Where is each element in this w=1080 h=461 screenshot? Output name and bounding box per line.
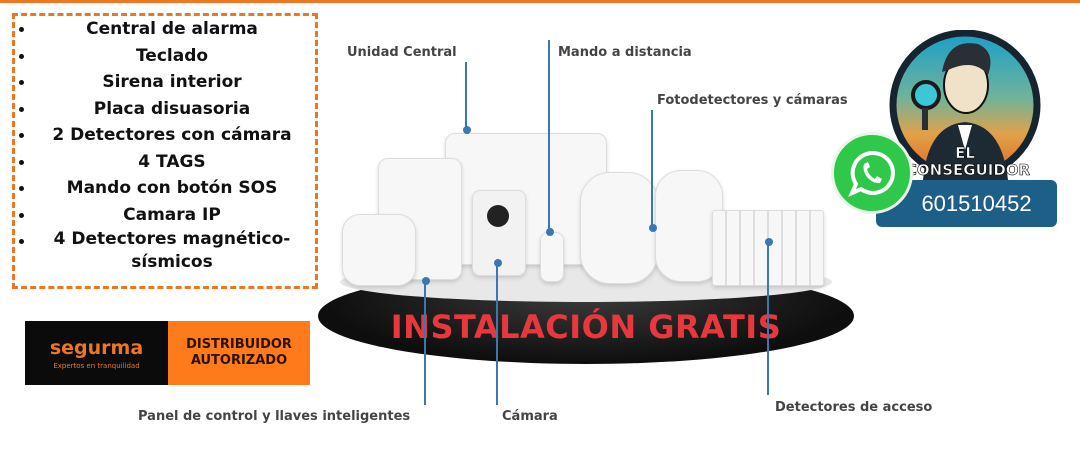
feature-item: 4 TAGS — [15, 149, 315, 176]
siren-device — [342, 214, 416, 286]
promo-banner: INSTALACIÓN GRATIS — [390, 308, 782, 346]
callout-dot — [463, 126, 471, 134]
callout-photodetectors: Fotodetectores y cámaras — [657, 93, 848, 108]
authorized-distributor-label: DISTRIBUIDOR AUTORIZADO — [168, 321, 310, 385]
el-conseguidor-logo: EL CONSEGUIDOR — [889, 30, 1041, 181]
callout-line — [424, 280, 426, 405]
callout-camera: Cámara — [502, 409, 558, 424]
feature-item: Placa disuasoria — [15, 96, 315, 123]
callout-dot — [765, 238, 773, 246]
feature-item: Camara IP — [15, 202, 315, 229]
callout-line — [496, 262, 498, 405]
remote-device — [540, 232, 564, 282]
top-accent-bar — [0, 0, 1080, 3]
segurma-logo: segurma Expertos en tranquilidad — [25, 321, 168, 385]
badge-line: DISTRIBUIDOR — [186, 337, 292, 352]
segurma-distributor-badge: segurma Expertos en tranquilidad DISTRIB… — [25, 321, 310, 385]
feature-item: Central de alarma — [15, 16, 315, 43]
callout-line — [651, 110, 653, 228]
feature-item: 4 Detectores magnético-sísmicos — [15, 228, 315, 276]
svg-text:CONSEGUIDOR: CONSEGUIDOR — [906, 161, 1031, 179]
whatsapp-glyph-icon — [848, 150, 895, 197]
camera-lens-icon — [487, 205, 509, 227]
callout-line — [767, 240, 769, 395]
feature-item: 2 Detectores con cámara — [15, 122, 315, 149]
photodetector-device — [580, 172, 658, 284]
callout-remote: Mando a distancia — [558, 45, 692, 60]
callout-access-detectors: Detectores de acceso — [775, 400, 933, 415]
segurma-tagline: Expertos en tranquilidad — [53, 361, 140, 370]
callout-line — [465, 62, 467, 130]
callout-central-unit: Unidad Central — [347, 45, 457, 60]
callout-control-panel: Panel de control y llaves inteligentes — [138, 409, 411, 424]
svg-text:EL: EL — [955, 144, 975, 162]
callout-dot — [546, 228, 554, 236]
callout-dot — [494, 259, 502, 267]
badge-line: AUTORIZADO — [190, 353, 288, 368]
whatsapp-icon[interactable] — [831, 132, 913, 214]
callout-dot — [649, 224, 657, 232]
callout-line — [548, 40, 550, 232]
segurma-brand: segurma — [49, 336, 144, 359]
feature-item: Mando con botón SOS — [15, 175, 315, 202]
feature-item: Teclado — [15, 43, 315, 70]
feature-item: Sirena interior — [15, 69, 315, 96]
features-list: Central de alarma Teclado Sirena interio… — [12, 13, 318, 289]
callout-dot — [422, 277, 430, 285]
